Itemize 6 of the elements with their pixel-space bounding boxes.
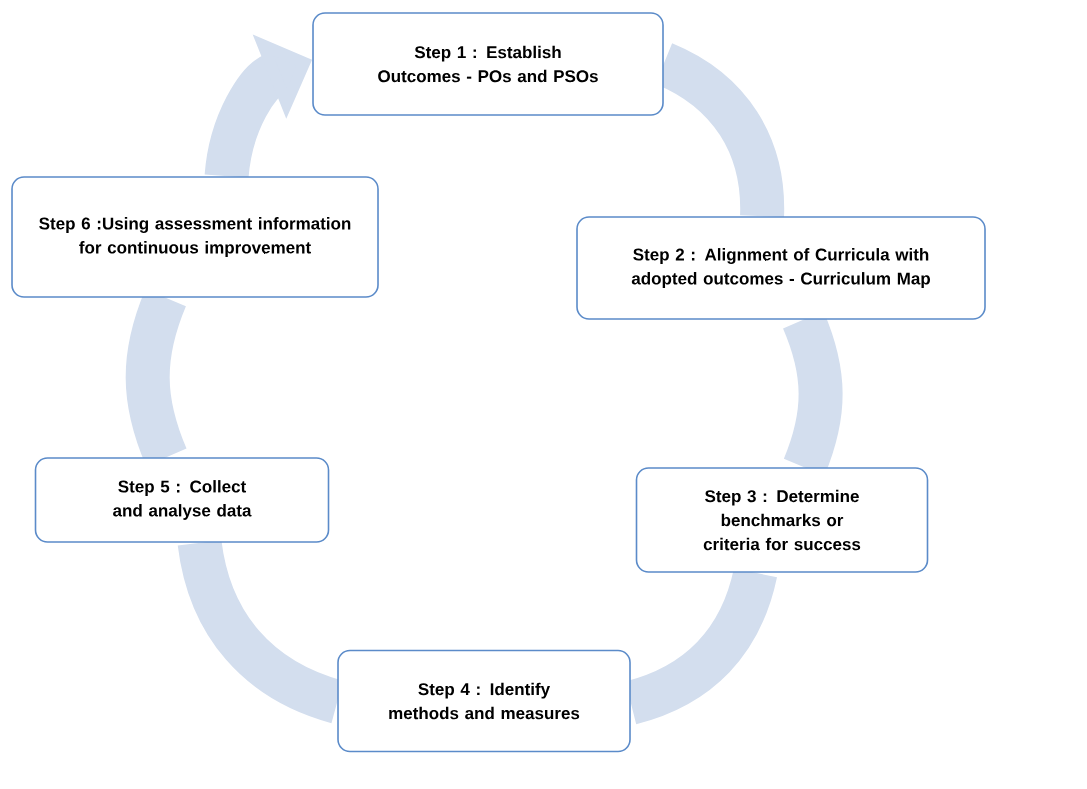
step-box: Step 1 : Establish Outcomes - POs and PSOs	[312, 12, 664, 116]
step-box: Step 4 : Identify methods and measures	[337, 649, 631, 753]
step-box: Step 3 : Determine benchmarks or criteria for success	[635, 467, 929, 573]
step-box: Step 5 : Collect and analyse data	[34, 457, 330, 543]
step-box: Step 6 :Using assessment information for continuous improvement	[11, 176, 379, 298]
step-box: Step 2 : Alignment of Curricula with adopted outcomes - Curriculum Map	[576, 216, 986, 320]
